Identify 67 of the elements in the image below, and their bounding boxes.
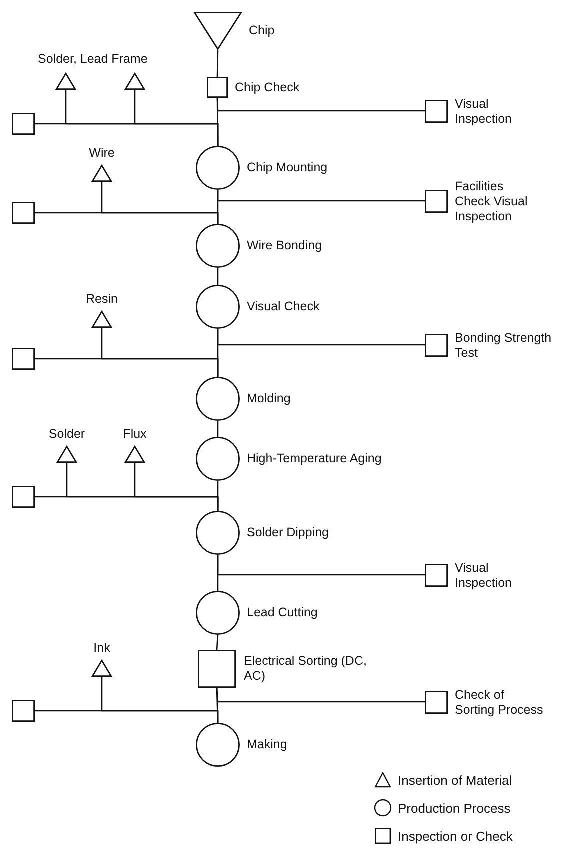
material-label: Solder, Lead Frame — [38, 52, 148, 66]
node-label: Visual Inspection — [455, 96, 513, 126]
node-label: Check of Sorting Process — [455, 688, 544, 718]
connector-line — [101, 182, 219, 224]
process-circle — [196, 723, 240, 767]
material-triangle — [92, 660, 112, 677]
node-label: Electrical Sorting (DC, AC) — [244, 654, 368, 684]
node-label: Visual Check — [247, 300, 321, 314]
process-circle — [196, 285, 240, 329]
material-triangle — [92, 311, 112, 328]
material-triangle — [57, 446, 77, 463]
inspection-square — [12, 486, 35, 508]
connector-line — [217, 329, 425, 346]
connector-line — [216, 634, 219, 650]
inspection-square — [198, 650, 236, 688]
inspection-square — [425, 190, 448, 213]
start-triangle — [194, 12, 242, 50]
inspection-square — [425, 691, 448, 714]
node-label: Chip Check — [235, 80, 301, 95]
process-circle — [196, 437, 240, 481]
connector-line — [217, 268, 219, 285]
node-label: Molding — [247, 392, 292, 406]
node-label: Chip — [249, 24, 276, 38]
node-label: Wire Bonding — [247, 238, 324, 254]
connector-line — [134, 90, 219, 146]
connector-line — [217, 190, 425, 202]
inspection-square — [207, 77, 228, 98]
material-triangle — [125, 446, 145, 463]
inspection-square — [425, 100, 448, 123]
inspection-square — [12, 348, 35, 370]
connector-line — [216, 688, 425, 703]
node-label: Solder — [48, 427, 86, 442]
process-circle — [196, 146, 240, 190]
process-circle — [196, 224, 240, 268]
node-label: Chip Mounting — [247, 160, 329, 176]
inspection-square — [425, 334, 448, 357]
connector-line — [101, 677, 219, 723]
node-label: Resin — [86, 292, 118, 307]
inspection-square — [12, 113, 35, 135]
node-label: Ink — [94, 641, 110, 656]
connector-line — [217, 555, 425, 576]
material-triangle — [92, 165, 112, 182]
node-label: Flux — [123, 427, 147, 442]
connector-line — [101, 328, 219, 377]
node-label: High-Temperature Aging — [247, 452, 383, 466]
node-label: Facilities Check Visual Inspection — [455, 179, 529, 224]
inspection-square — [425, 564, 448, 587]
connector-line — [216, 50, 219, 78]
legend-label: Insertion of Material — [398, 772, 512, 788]
node-label: Wire — [89, 146, 115, 161]
inspection-square — [12, 202, 35, 224]
node-label: Lead Cutting — [247, 606, 319, 620]
inspection-square — [12, 700, 35, 722]
process-circle — [196, 511, 240, 555]
legend-label: Inspection or Check — [398, 828, 513, 844]
legend-label: Production Process — [398, 800, 511, 816]
node-label: Visual Inspection — [455, 560, 513, 590]
connector-line — [217, 421, 219, 437]
material-triangle — [56, 73, 76, 90]
process-circle — [196, 591, 240, 635]
node-label: Bonding Strength Test — [455, 330, 553, 360]
connector-line — [216, 98, 425, 112]
material-triangle — [125, 73, 145, 90]
connector-line — [134, 463, 219, 511]
node-label: Solder Dipping — [247, 526, 330, 540]
process-circle — [196, 377, 240, 421]
node-label: Making — [247, 738, 288, 752]
